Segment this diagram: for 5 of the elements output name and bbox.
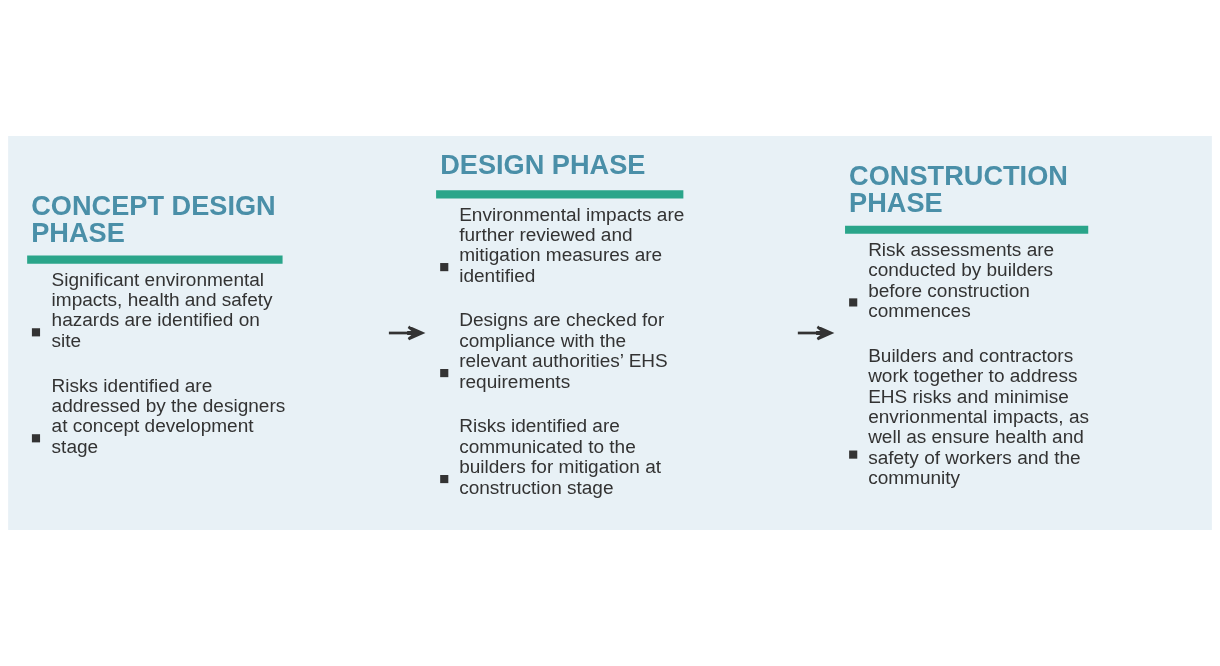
node-label: DESIGN PHASE bbox=[440, 149, 646, 181]
arrow bbox=[388, 325, 424, 341]
arrow bbox=[797, 325, 833, 341]
node-label: CONSTRUCTION PHASE bbox=[849, 159, 1068, 219]
node-label: CONCEPT DESIGN PHASE bbox=[31, 189, 276, 248]
